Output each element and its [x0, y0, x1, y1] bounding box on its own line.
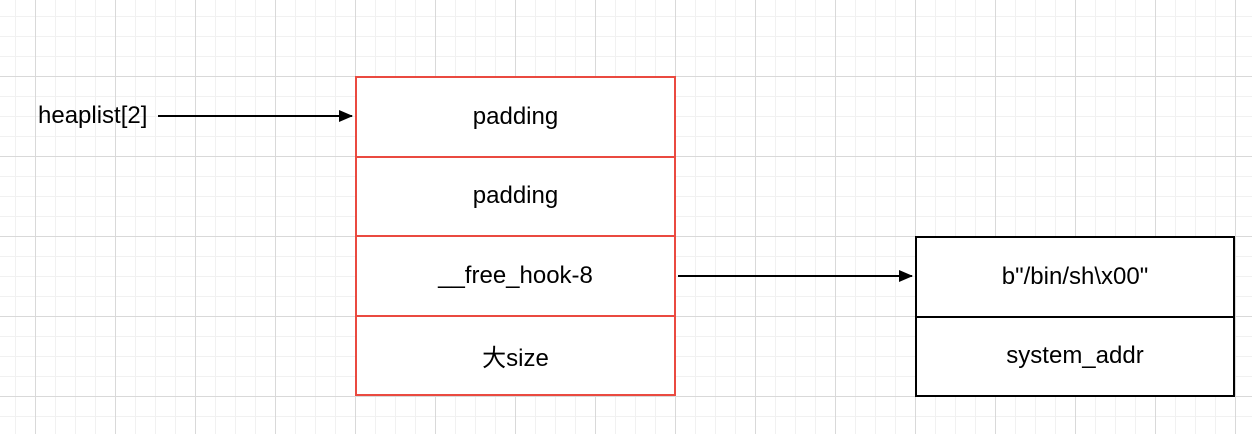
heap-row-free-hook: __free_hook-8	[357, 235, 674, 315]
heaplist-pointer-label: heaplist[2]	[38, 102, 148, 129]
target-row-system-addr: system_addr	[917, 315, 1233, 396]
fake-chunk-box: b"/bin/sh\x00" system_addr	[915, 236, 1235, 397]
heap-row-padding-2: padding	[357, 155, 674, 236]
heap-row-padding-1: padding	[472, 102, 559, 130]
target-row-binsh: b"/bin/sh\x00"	[1001, 262, 1149, 290]
heap-chunk-box: padding padding __free_hook-8 大size	[355, 76, 676, 396]
heap-row-size: 大size	[357, 314, 674, 395]
